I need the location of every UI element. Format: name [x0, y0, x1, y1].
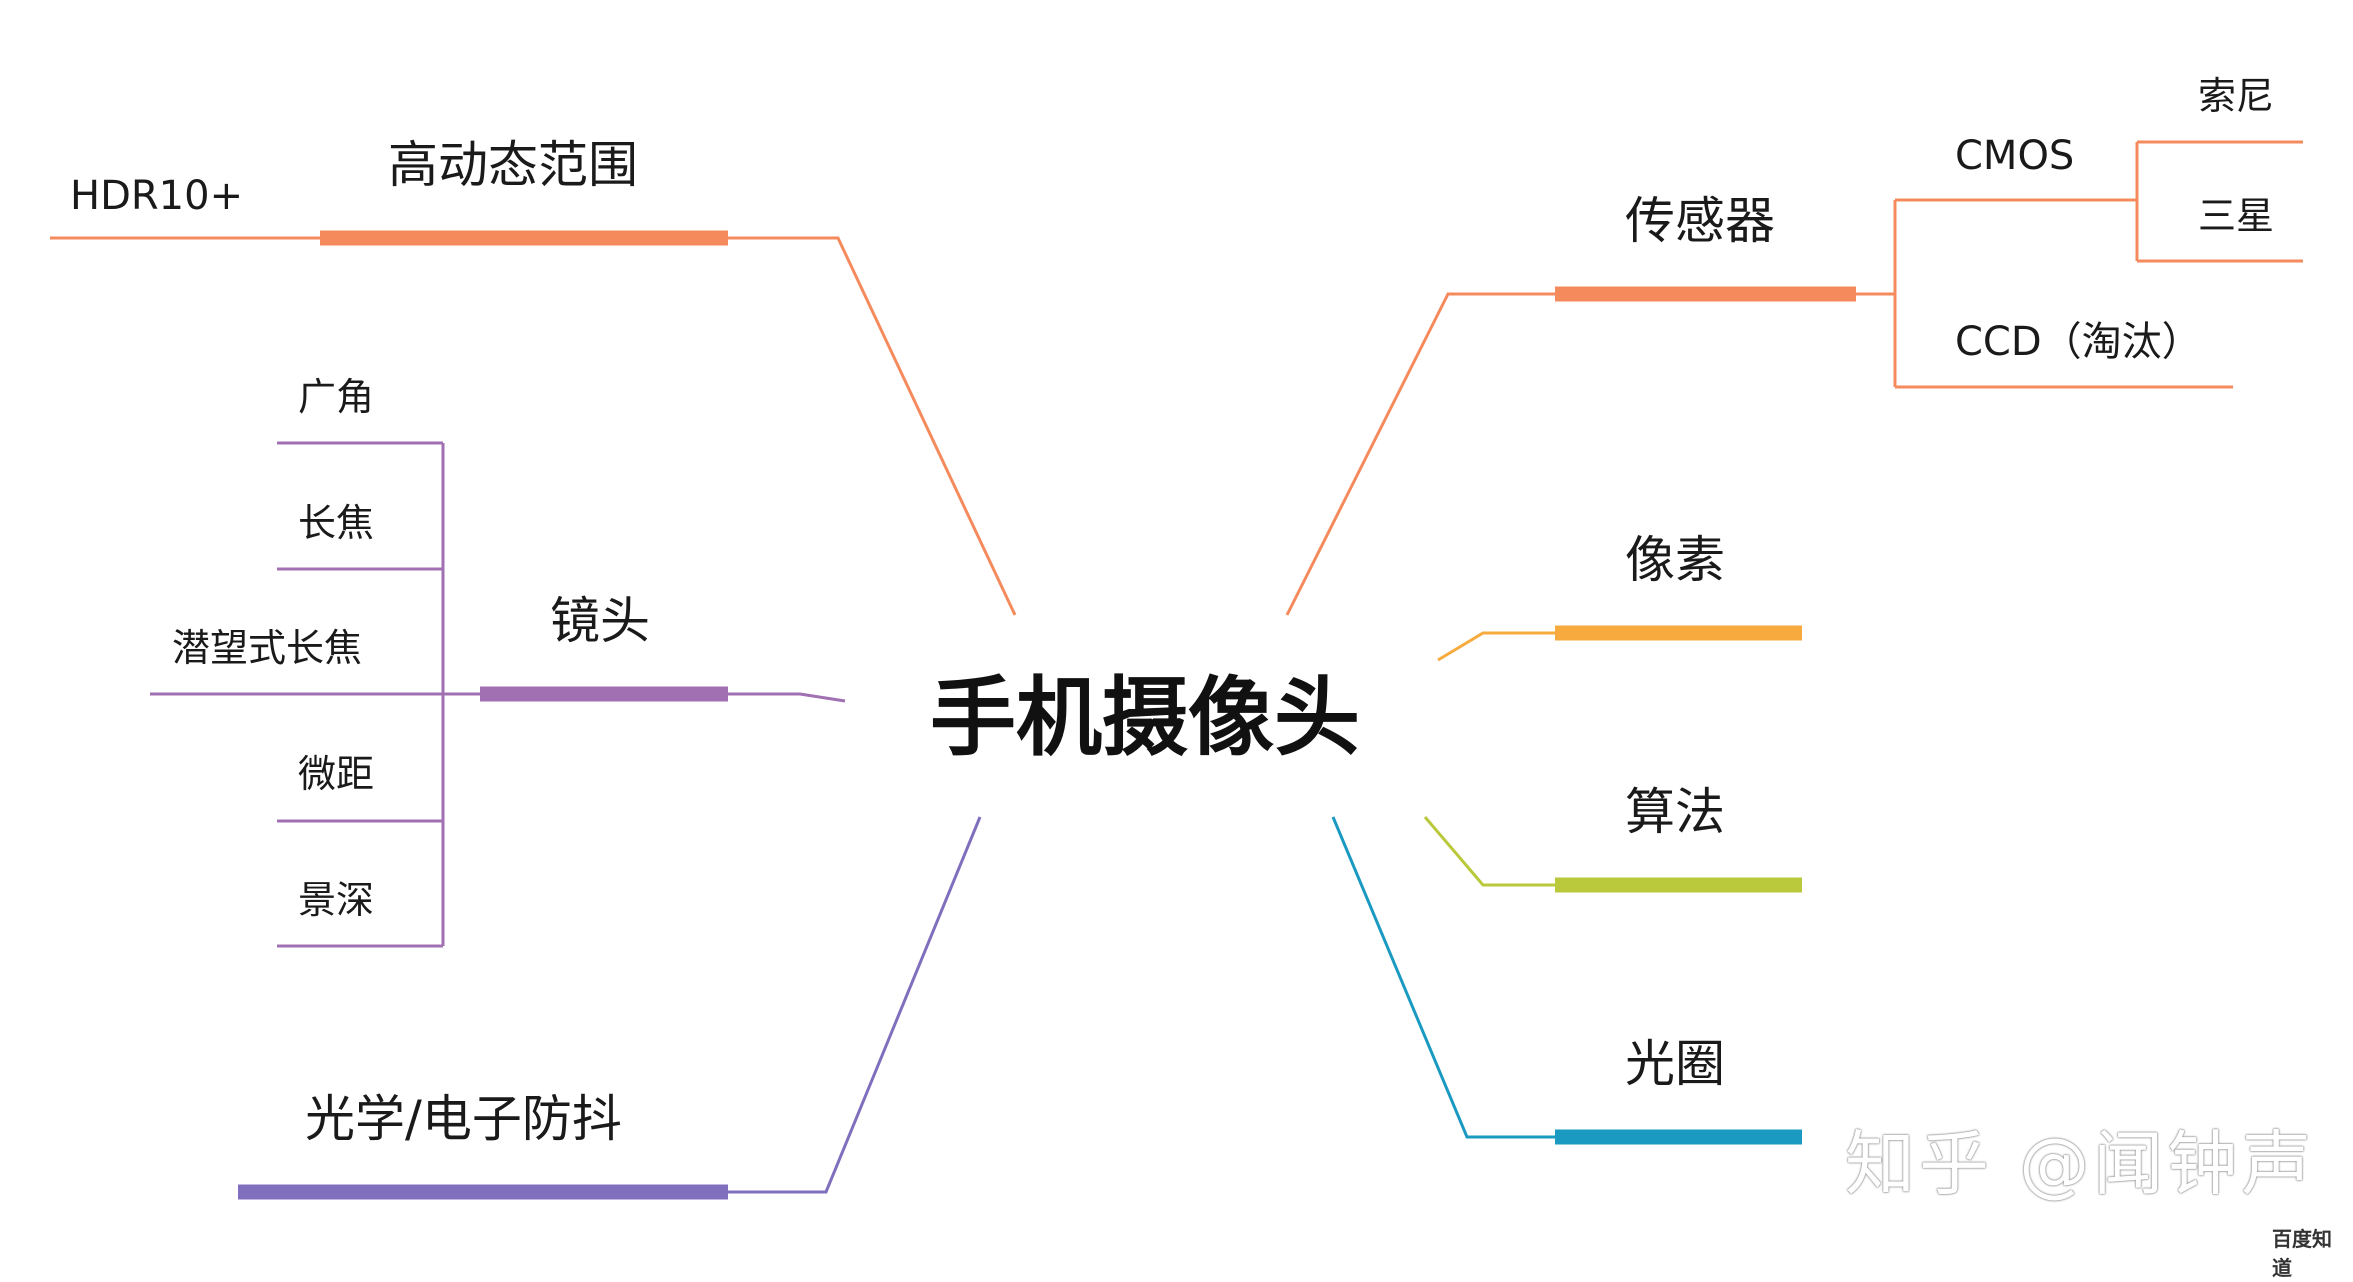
- lens-branch-lines: [150, 441, 846, 948]
- hdr-connector: [725, 236, 1017, 616]
- algo-connector: [1423, 816, 1555, 887]
- mind-map-lines: [50, 140, 2303, 1200]
- lens-child-periscope: 潜望式长焦: [172, 626, 363, 670]
- aperture-label: 光圈: [1625, 1035, 1725, 1093]
- pixel-branch-lines: [1437, 625, 1802, 662]
- stab-branch-lines: [238, 816, 982, 1200]
- sensor-label: 传感器: [1625, 192, 1775, 250]
- lens-connector: [728, 692, 846, 703]
- samsung-label: 三星: [2198, 194, 2275, 238]
- sony-label: 索尼: [2198, 74, 2275, 118]
- hdr-label: 高动态范围: [388, 136, 638, 194]
- aperture-connector: [1331, 816, 1555, 1139]
- pixel-label: 像素: [1625, 531, 1725, 589]
- algo-label: 算法: [1625, 783, 1725, 841]
- stab-connector: [728, 816, 982, 1194]
- lens-child-tele: 长焦: [298, 501, 375, 545]
- center-topic: 手机摄像头: [930, 668, 1360, 768]
- lens-child-macro: 微距: [298, 752, 375, 796]
- aperture-branch-lines: [1331, 816, 1802, 1145]
- lens-child-depth: 景深: [298, 878, 375, 922]
- sensor-branch-lines: [1285, 140, 2303, 616]
- hdr-branch-lines: [50, 230, 1017, 616]
- zhihu-watermark: 知乎 @闻钟声: [1845, 1123, 2316, 1205]
- lens-label: 镜头: [550, 592, 650, 650]
- hdr10-label: HDR10+: [70, 173, 244, 219]
- mind-map: 手机摄像头 高动态范围 HDR10+ 镜头 广角 长焦 潜望式长焦 微距 景深 …: [50, 74, 2332, 1280]
- cmos-label: CMOS: [1955, 133, 2075, 179]
- stab-label: 光学/电子防抖: [305, 1090, 622, 1148]
- lens-child-wide: 广角: [298, 375, 375, 419]
- baidu-watermark: 百度知道: [2268, 1222, 2353, 1282]
- pixel-connector: [1437, 631, 1555, 662]
- ccd-label: CCD（淘汰）: [1955, 319, 2202, 365]
- algo-branch-lines: [1423, 816, 1802, 893]
- sensor-connector: [1285, 292, 1555, 616]
